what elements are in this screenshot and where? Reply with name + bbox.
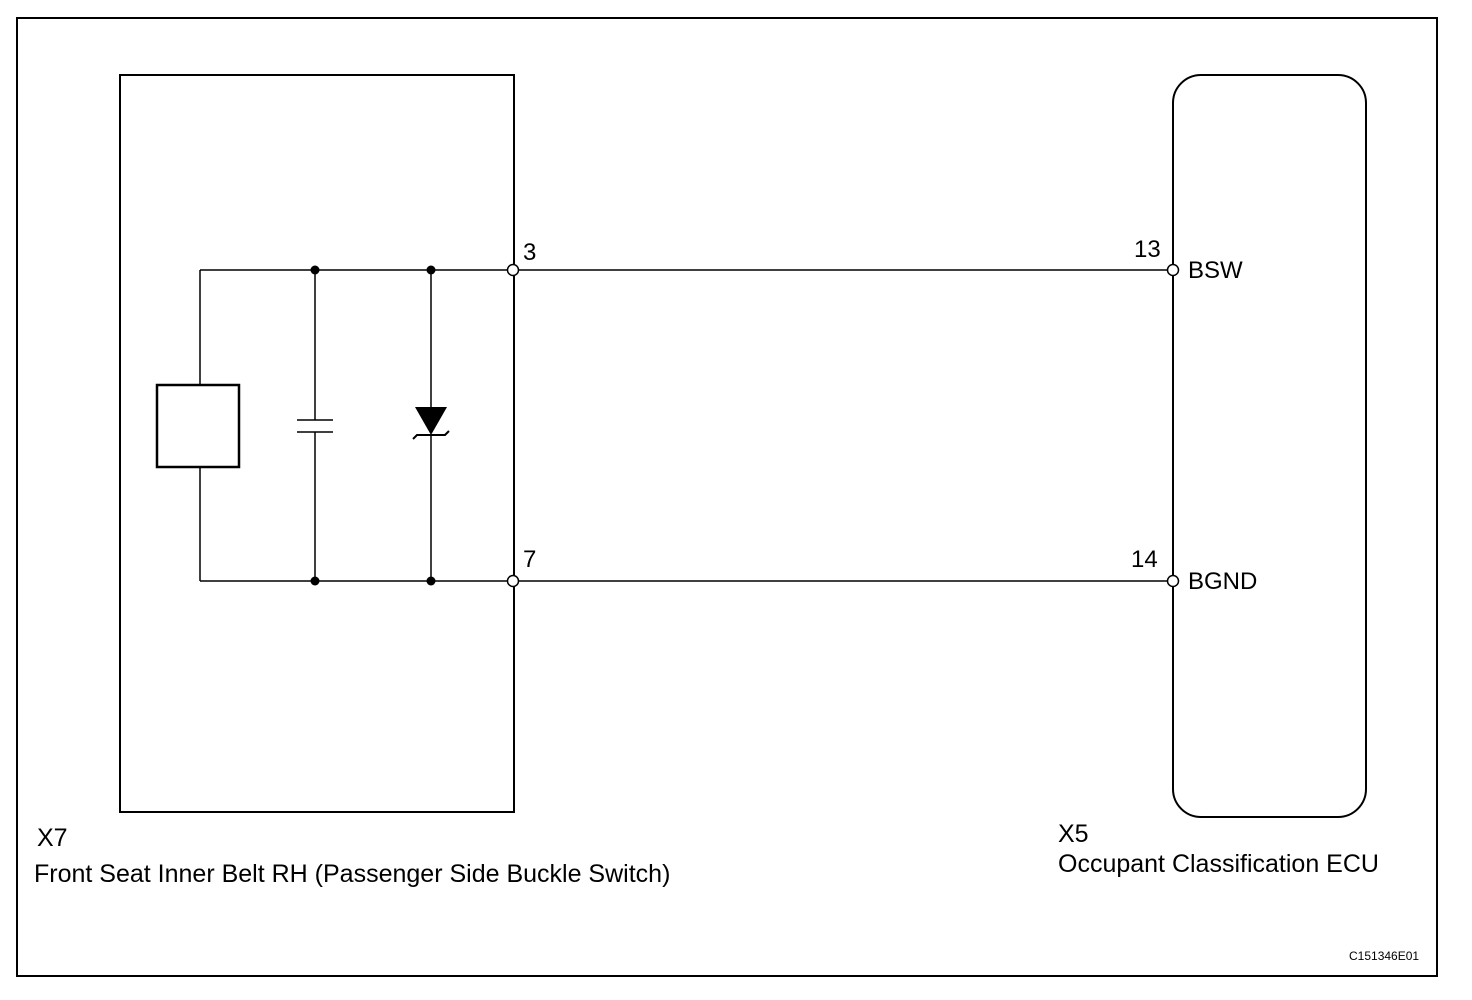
x7-component-box [119, 74, 515, 813]
capacitor-symbol [297, 419, 333, 433]
pin-number-14: 14 [1131, 546, 1158, 573]
x7-name-label: Front Seat Inner Belt RH (Passenger Side… [34, 860, 671, 888]
diagram-border [16, 17, 1438, 977]
junction-dot [310, 576, 320, 586]
terminal-x5-14 [1166, 574, 1180, 588]
harness-wires [519, 269, 1167, 582]
terminal-x7-7 [506, 574, 520, 588]
x7-code-label: X7 [37, 824, 68, 852]
x5-name-label: Occupant Classification ECU [1058, 850, 1379, 878]
pin-number-3: 3 [523, 239, 537, 266]
x5-ecu-box [1172, 74, 1367, 818]
x7-internal-circuit [199, 269, 508, 582]
pin-number-7: 7 [523, 546, 537, 573]
terminal-label-bsw: BSW [1188, 257, 1243, 284]
pin-number-13: 13 [1134, 236, 1161, 263]
junction-dot [426, 576, 436, 586]
x5-code-label: X5 [1058, 820, 1089, 848]
terminal-label-bgnd: BGND [1188, 568, 1258, 595]
terminal-x7-3 [506, 263, 520, 277]
figure-id: C151346E01 [1349, 949, 1420, 963]
junction-dots [310, 265, 436, 586]
junction-dot [310, 265, 320, 275]
zener-diode-symbol [412, 407, 450, 440]
junction-dot [426, 265, 436, 275]
connector-terminals [506, 263, 1180, 588]
terminal-x5-13 [1166, 263, 1180, 277]
buckle-switch-element [155, 383, 241, 469]
